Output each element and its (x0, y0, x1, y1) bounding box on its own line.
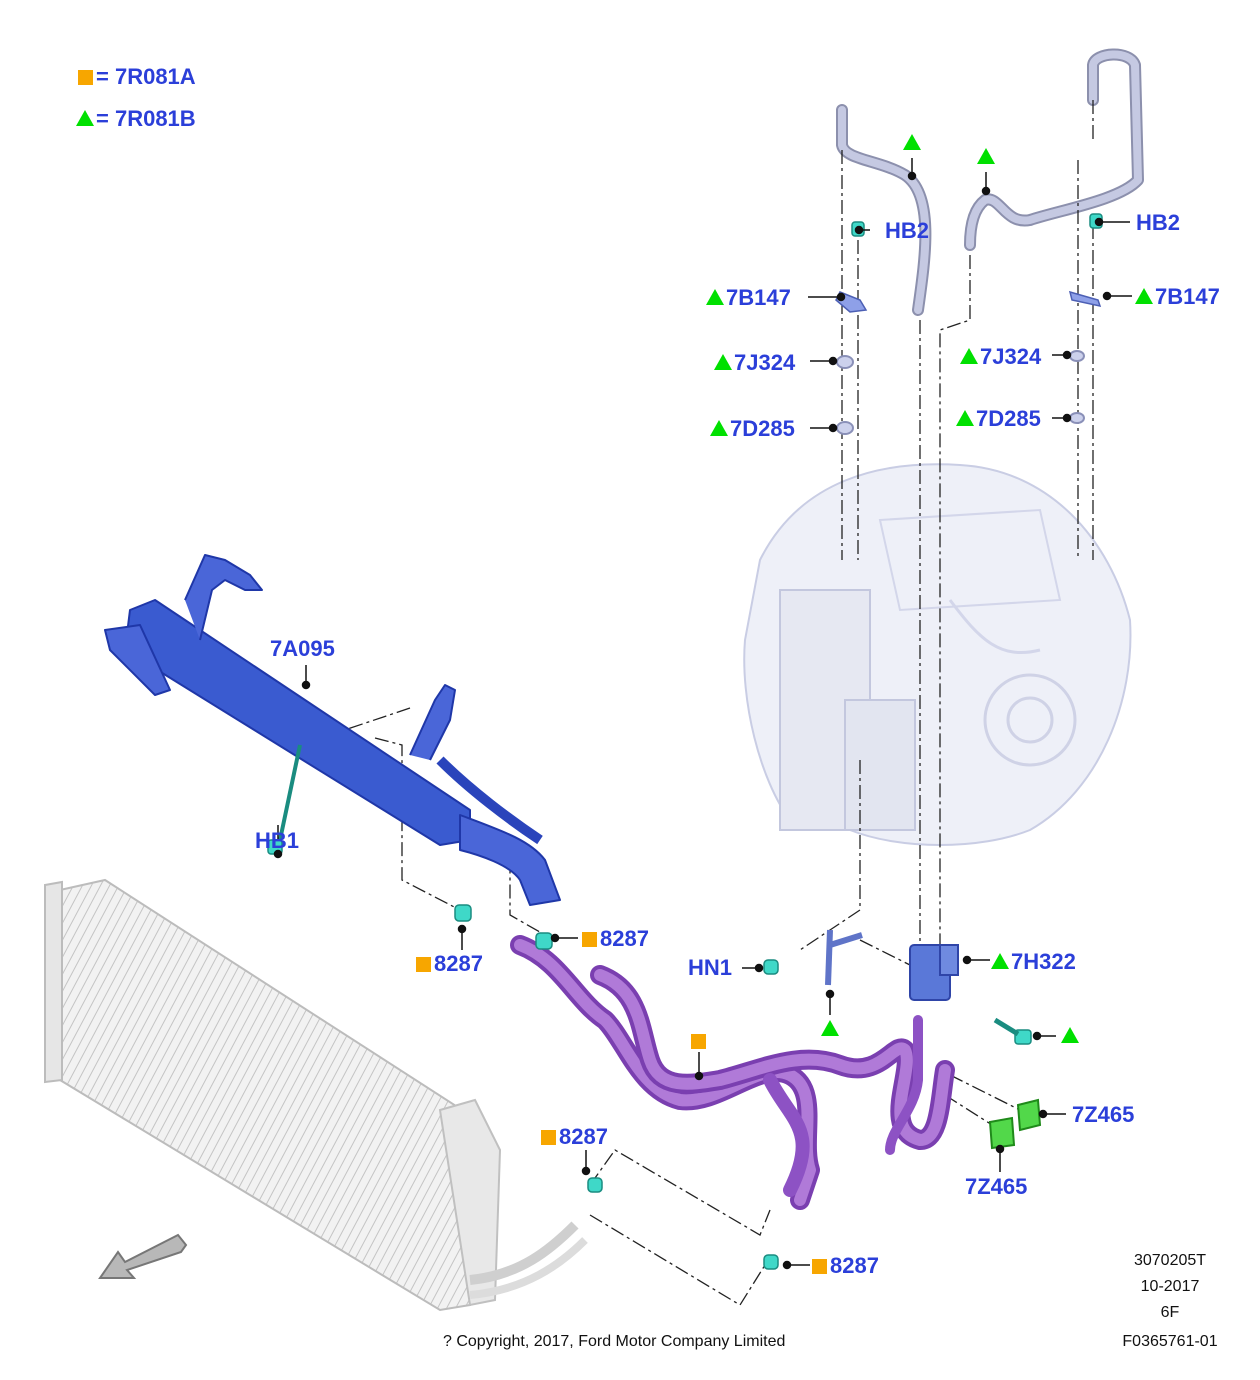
part-label-8287-a: 8287 (416, 953, 483, 975)
triangle-marker-icon (956, 410, 974, 426)
part-label-7z465-b: 7Z465 (965, 1174, 1028, 1199)
transmission-cooler-7a095 (104, 554, 561, 906)
diagram-code-1: 3070205T (1133, 1252, 1207, 1269)
square-marker-icon (691, 1034, 706, 1049)
part-label-7z465-a: 7Z465 (1072, 1102, 1135, 1127)
square-marker-icon (78, 70, 93, 85)
part-label-hb1: HB1 (255, 828, 300, 853)
part-label-7d285-left: 7D285 (710, 418, 795, 440)
square-marker-icon (582, 932, 597, 947)
part-label-7b147-right: 7B147 (1135, 286, 1220, 308)
triangle-marker-icon (977, 148, 995, 164)
part-label-7h322: 7H322 (991, 951, 1076, 973)
callout-leaders (273, 158, 1132, 1270)
square-marker-icon (541, 1130, 556, 1145)
diagram-code-4: F0365761-01 (1122, 1333, 1218, 1350)
part-label-7j324-left: 7J324 (714, 352, 795, 374)
copyright-text: ? Copyright, 2017, Ford Motor Company Li… (443, 1333, 786, 1350)
part-label-8287-c: 8287 (541, 1126, 608, 1148)
triangle-marker-icon (706, 289, 724, 305)
part-label-7b147-left: 7B147 (706, 287, 791, 309)
triangle-marker-icon (710, 420, 728, 436)
front-direction-arrow-icon (98, 1233, 188, 1279)
part-label-hn1: HN1 (688, 955, 733, 980)
bracket-7h322 (909, 944, 959, 1001)
brackets-7b147 (835, 290, 1102, 313)
steel-cooler-lines (836, 48, 1144, 316)
part-label-hb2-right: HB2 (1136, 210, 1181, 235)
triangle-marker-icon (991, 953, 1009, 969)
legend-item-7r081a: = 7R081A (78, 66, 196, 88)
diagram-code-2: 10-2017 (1140, 1278, 1200, 1295)
clamps-7z465 (988, 1098, 1042, 1150)
triangle-marker-icon (903, 134, 921, 150)
part-label-8287-d: 8287 (812, 1255, 879, 1277)
transmission-illustration (743, 463, 1132, 846)
triangle-marker-icon (76, 110, 94, 126)
radiator-illustration (44, 878, 588, 1312)
part-label-8287-b: 8287 (582, 928, 649, 950)
square-marker-icon (812, 1259, 827, 1274)
triangle-marker-icon (714, 354, 732, 370)
part-label-7d285-right: 7D285 (956, 408, 1041, 430)
part-label-7a095: 7A095 (270, 636, 335, 661)
diagram-code-3: 6F (1160, 1304, 1180, 1321)
cooler-hose-assembly (510, 935, 955, 1210)
part-label-hb2-left: HB2 (885, 218, 930, 243)
legend-item-7r081b: = 7R081B (76, 108, 196, 130)
triangle-marker-icon (960, 348, 978, 364)
square-marker-icon (416, 957, 431, 972)
part-label-7j324-right: 7J324 (960, 346, 1041, 368)
triangle-marker-icon (1061, 1027, 1079, 1043)
triangle-marker-icon (821, 1020, 839, 1036)
triangle-marker-icon (1135, 288, 1153, 304)
bracket-hn1 (825, 929, 863, 986)
